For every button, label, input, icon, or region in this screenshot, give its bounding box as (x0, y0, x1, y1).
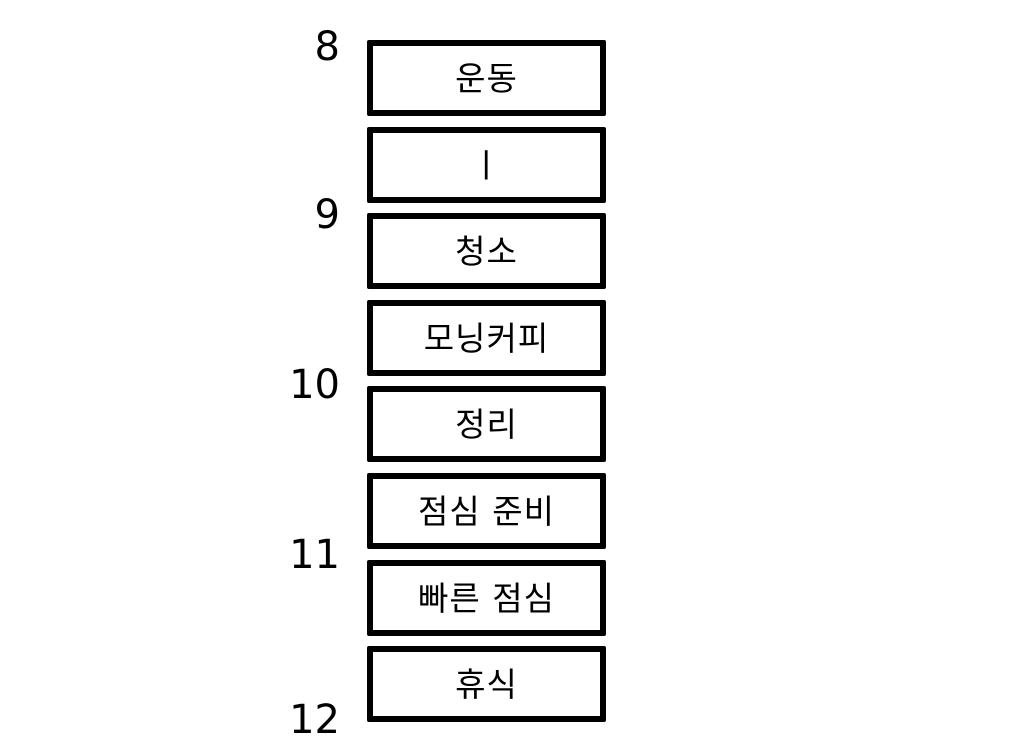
schedule-block-label: 청소 (455, 231, 518, 271)
schedule-block-label: ㅣ (470, 145, 503, 185)
hour-label-10: 10 (289, 362, 340, 408)
schedule-block-rest: 휴식 (367, 646, 606, 722)
schedule-block-stroke: ㅣ (367, 127, 606, 203)
hour-label-9: 9 (314, 192, 340, 238)
schedule-block-label: 정리 (455, 404, 518, 444)
schedule-block-label: 점심 준비 (418, 491, 555, 531)
hour-label-12: 12 (289, 697, 340, 743)
schedule-block-lunch-prep: 점심 준비 (367, 473, 606, 549)
schedule-block-exercise: 운동 (367, 40, 606, 116)
schedule-block-label: 휴식 (455, 664, 518, 704)
hour-label-8: 8 (314, 24, 340, 70)
schedule-block-morning-coffee: 모닝커피 (367, 300, 606, 376)
schedule-block-label: 빠른 점심 (418, 578, 555, 618)
schedule-block-label: 모닝커피 (423, 318, 550, 358)
schedule-block-label: 운동 (455, 58, 518, 98)
hour-label-11: 11 (289, 532, 340, 578)
schedule-block-cleaning: 청소 (367, 213, 606, 289)
schedule-block-tidying: 정리 (367, 386, 606, 462)
schedule-block-quick-lunch: 빠른 점심 (367, 560, 606, 636)
